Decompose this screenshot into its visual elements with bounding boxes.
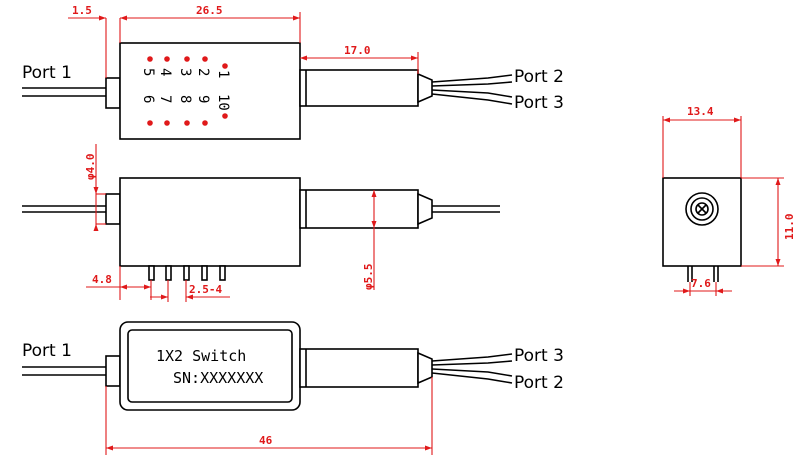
pin-number-row-upper: 5 4 3 2 1	[140, 68, 231, 78]
end-body	[662, 177, 742, 267]
pin-label: 9	[195, 95, 211, 103]
end-view: 13.4 11.0 7.6	[662, 105, 796, 296]
pin-label: 4	[157, 68, 173, 76]
dim-pin-offset: 4.8	[92, 273, 112, 286]
side-body	[119, 177, 301, 267]
port-label-bottom-out-lower: Port 2	[514, 373, 564, 393]
bottom-body	[119, 321, 301, 411]
bottom-boot	[299, 348, 419, 388]
plate-title: 1X2 Switch	[156, 347, 246, 365]
port-label-bottom-in: Port 1	[22, 341, 72, 361]
port-label-top-in: Port 1	[22, 63, 72, 83]
name-plate	[127, 329, 293, 403]
port-label-top-out-lower: Port 3	[514, 93, 564, 113]
dim-end-height: 11.0	[783, 214, 796, 241]
pin-label: 8	[177, 95, 193, 103]
plate-serial: SN:XXXXXXX	[173, 369, 263, 387]
top-view: 5 4 3 2 1 6 7 8 9 10 Port 1 Port 2 Port …	[22, 4, 564, 140]
top-body	[119, 42, 301, 140]
top-boot	[299, 69, 419, 107]
pin-number-row-lower: 6 7 8 9 10	[140, 94, 231, 111]
top-flange	[105, 77, 121, 109]
side-view: φ4.0 φ5.5 4.8 2.5-4	[22, 144, 500, 302]
dim-boot-diameter: φ5.5	[362, 264, 375, 291]
bottom-flange	[105, 355, 121, 387]
side-flange	[105, 193, 121, 225]
bottom-view: 1X2 Switch SN:XXXXXXX Port 1 Port 3 Port…	[22, 321, 564, 455]
pin-label: 6	[140, 95, 156, 103]
dim-pin-pitch: 2.5-4	[189, 283, 222, 296]
dim-end-pin-span: 7.6	[691, 277, 711, 290]
dim-boot-length: 17.0	[344, 44, 371, 57]
pin-label: 10	[215, 94, 231, 111]
dim-pin-diameter: φ4.0	[84, 154, 97, 181]
side-boot	[299, 189, 419, 229]
dim-end-width: 13.4	[687, 105, 714, 118]
dim-flange: 1.5	[72, 4, 92, 17]
pin-label: 3	[177, 68, 193, 76]
dim-total-length: 46	[259, 434, 273, 447]
dim-body-length: 26.5	[196, 4, 223, 17]
pin-label: 2	[195, 68, 211, 76]
pin-label: 1	[215, 70, 231, 78]
port-label-top-out-upper: Port 2	[514, 67, 564, 87]
pin-label: 7	[157, 95, 173, 103]
port-label-bottom-out-upper: Port 3	[514, 346, 564, 366]
pin-label: 5	[140, 68, 156, 76]
